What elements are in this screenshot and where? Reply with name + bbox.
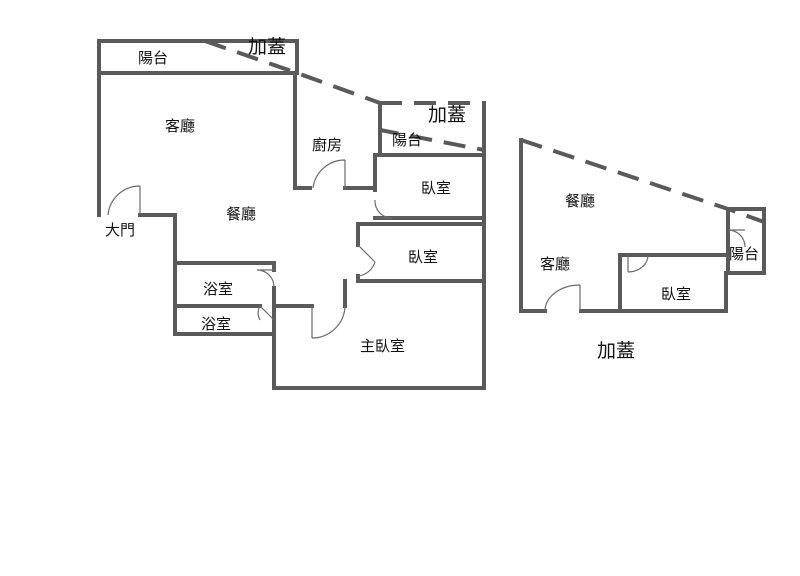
label-dining-room: 餐廳 [226, 205, 256, 223]
label-balcony-right: 陽台 [392, 131, 422, 149]
label-addition-right: 加蓋 [428, 104, 466, 126]
addition-dashed-box-right [379, 101, 486, 153]
label-living-room: 客廳 [165, 117, 195, 135]
bedroom2-walls [356, 222, 486, 283]
bedroom1-door-swing [374, 199, 393, 219]
label-kitchen: 廚房 [312, 136, 342, 154]
kitchen-door-swing [312, 159, 346, 189]
label-addition-top: 加蓋 [248, 36, 286, 58]
label-bedroom-1: 臥室 [421, 179, 451, 197]
bathroom1-door-swing [256, 269, 275, 288]
addition-balcony-door-swing [727, 229, 746, 248]
label-addition-bedroom: 臥室 [661, 285, 691, 303]
addition-bedroom-door-swing [627, 254, 649, 273]
master-bedroom-door-swing [311, 305, 346, 339]
label-addition-caption: 加蓋 [597, 340, 635, 362]
addition-outer-walls [519, 138, 766, 313]
label-addition-living-room: 客廳 [540, 255, 570, 273]
bathroom-walls [173, 261, 302, 336]
bedroom1-bottom-wall [373, 153, 486, 220]
addition-dashed-roofline [520, 138, 765, 224]
label-bathroom-1: 浴室 [203, 280, 233, 298]
label-bathroom-2: 浴室 [201, 315, 231, 333]
label-balcony-top: 陽台 [138, 49, 168, 67]
bedroom2-door-swing [357, 244, 376, 277]
label-addition-dining-room: 餐廳 [565, 192, 595, 210]
addition-floor-plan: 餐廳 客廳 陽台 臥室 加蓋 [519, 138, 766, 362]
label-bedroom-2: 臥室 [408, 248, 438, 266]
main-door-swing [107, 185, 141, 216]
addition-dashed-line-top [204, 39, 381, 105]
label-addition-balcony: 陽台 [729, 245, 759, 263]
label-main-door: 大門 [105, 221, 135, 239]
addition-entry-door-swing [544, 284, 581, 312]
main-floor-plan: 陽台 加蓋 客廳 廚房 陽台 加蓋 餐廳 大門 臥室 臥室 浴室 浴室 主臥室 [97, 36, 486, 390]
label-master-bedroom: 主臥室 [360, 337, 405, 355]
bathroom2-door-swing [257, 305, 275, 321]
